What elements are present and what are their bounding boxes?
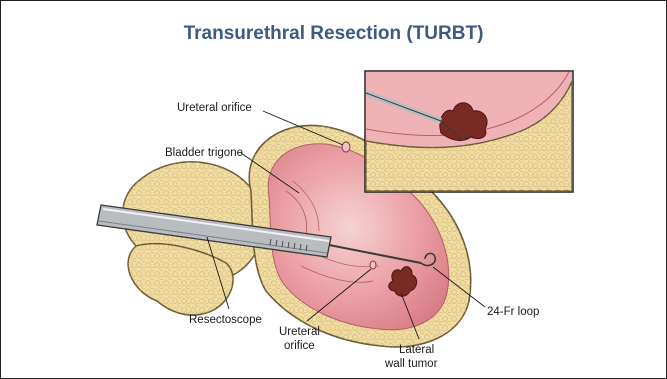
label-lateral-wall-tumor-line2: wall tumor	[384, 358, 438, 370]
label-resectoscope: Resectoscope	[189, 314, 262, 326]
inset-detail	[365, 71, 573, 192]
label-lateral-wall-tumor-line1: Lateral	[399, 344, 434, 356]
label-ureteral-orifice-bottom-line2: orifice	[284, 340, 315, 352]
label-ureteral-orifice-bottom-line1: Ureteral	[279, 326, 320, 338]
label-ureteral-orifice-top: Ureteral orifice	[177, 102, 252, 114]
ureteral-orifice-bottom-mark	[370, 261, 376, 269]
ureteral-orifice-top-mark	[342, 142, 350, 152]
label-bladder-trigone: Bladder trigone	[165, 147, 243, 159]
label-24fr-loop: 24-Fr loop	[487, 306, 539, 318]
